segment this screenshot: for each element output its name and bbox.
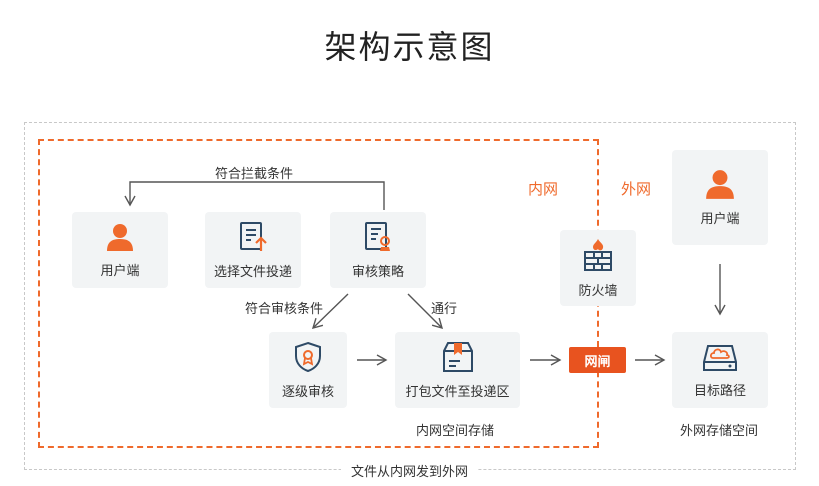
edge-audit-condition <box>311 293 349 330</box>
edge-label-pass: 通行 <box>431 302 458 317</box>
node-user-inner-label: 用户端 <box>100 263 140 279</box>
node-user-outer-label: 用户端 <box>700 212 740 227</box>
file-upload-icon <box>240 221 267 251</box>
inner-storage-label: 内网空间存储 <box>416 424 495 439</box>
firewall-icon <box>584 238 612 271</box>
node-firewall: 防火墙 <box>560 230 636 306</box>
outer-boundary-caption: 文件从内网发到外网 <box>0 461 819 480</box>
edge-label-audit-condition: 符合审核条件 <box>245 302 324 317</box>
node-audit-policy-label: 审核策略 <box>351 264 404 280</box>
outer-network-label: 外网 <box>621 180 652 198</box>
edge-intercept <box>124 181 385 210</box>
node-pack-file: 打包文件至投递区 <box>395 332 520 408</box>
outer-caption-text: 文件从内网发到外网 <box>340 465 478 480</box>
node-audit-policy: 审核策略 <box>330 212 426 288</box>
shield-icon <box>295 341 321 372</box>
node-level-audit-label: 逐级审核 <box>281 384 334 400</box>
inner-network-label: 内网 <box>528 180 559 198</box>
node-select-file: 选择文件投递 <box>205 212 301 288</box>
package-box-icon <box>442 341 473 372</box>
node-user-inner: 用户端 <box>72 212 168 288</box>
node-target-path: 目标路径 <box>672 332 768 408</box>
node-user-outer: 用户端 <box>672 150 768 245</box>
user-icon <box>107 223 133 251</box>
node-gateway: 网闸 <box>569 347 626 373</box>
node-firewall-label: 防火墙 <box>578 283 618 299</box>
node-pack-file-label: 打包文件至投递区 <box>405 384 510 400</box>
diagram-title: 架构示意图 <box>324 28 495 66</box>
user-icon <box>706 170 734 199</box>
outer-storage-label: 外网存储空间 <box>680 424 759 439</box>
policy-document-icon <box>365 221 390 251</box>
node-level-audit: 逐级审核 <box>269 332 347 408</box>
edge-pass <box>407 293 444 330</box>
node-target-path-label: 目标路径 <box>693 383 746 399</box>
node-select-file-label: 选择文件投递 <box>213 264 292 280</box>
cloud-storage-icon <box>703 344 737 371</box>
edge-label-intercept: 符合拦截条件 <box>215 167 294 182</box>
